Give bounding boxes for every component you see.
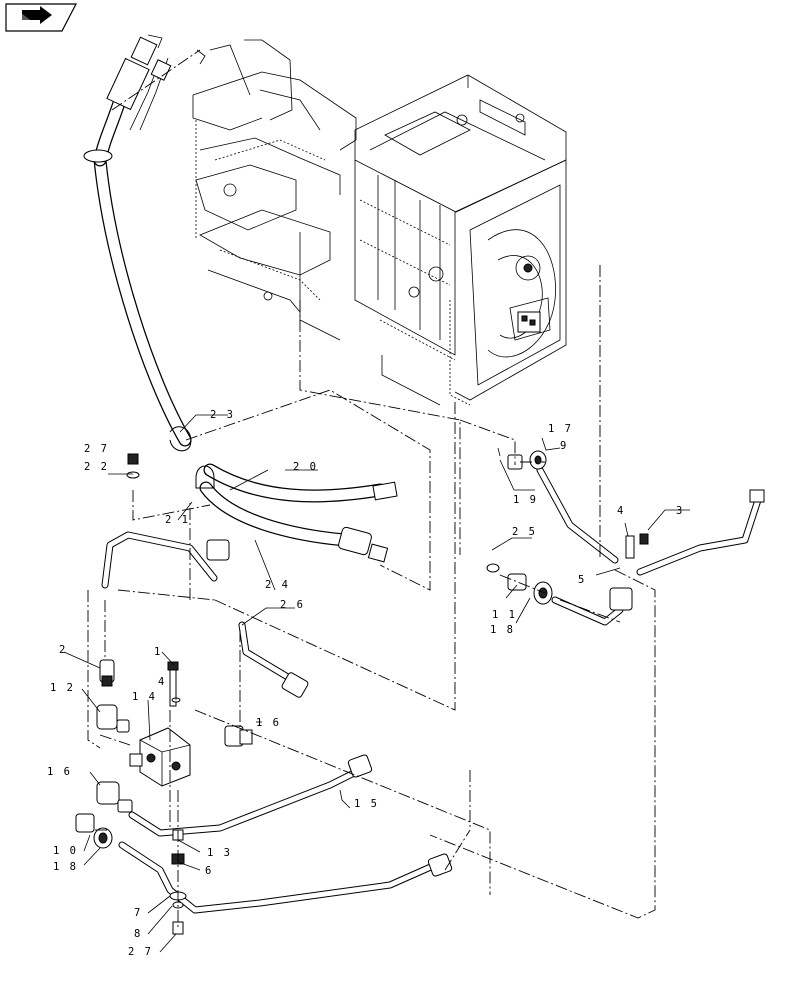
bolt-1: [167, 661, 181, 707]
tube-5-right: [636, 489, 765, 576]
elbow-16-lower: [96, 781, 133, 813]
callout-3: 3: [676, 505, 684, 517]
fitting-11: [507, 573, 527, 591]
hose-20: [203, 463, 398, 503]
callout-14: 1 4: [132, 691, 157, 703]
callout-20: 2 0: [293, 461, 318, 473]
callout-4-left: 4: [158, 676, 166, 688]
machine-frame: [192, 39, 567, 406]
callout-8: 8: [134, 928, 142, 940]
callout-18-left: 1 8: [53, 861, 78, 873]
hose-24: [199, 481, 389, 563]
callout-25: 2 5: [512, 526, 537, 538]
nav-next-button[interactable]: [5, 3, 77, 32]
callout-7: 7: [134, 907, 142, 919]
callout-21: 2 1: [165, 514, 190, 526]
fitting-19: [497, 447, 523, 470]
callout-22: 2 2: [84, 461, 109, 473]
callout-10: 1 0: [53, 845, 78, 857]
tube-upper-left: [101, 531, 230, 589]
long-hose-assembly: [83, 34, 206, 447]
tube-18-right: [551, 587, 633, 626]
fitting-10: [75, 813, 95, 833]
callout-26: 2 6: [280, 599, 305, 611]
fitting-18-left: [93, 827, 113, 849]
callout-17: 1 7: [548, 423, 573, 435]
callout-19: 1 9: [513, 494, 538, 506]
callout-24: 2 4: [265, 579, 290, 591]
callout-9: 9: [560, 440, 568, 452]
callout-labels: 2 3 2 7 2 2 2 0 2 1 2 4 2 6 1 7 9 1 9 4 …: [47, 409, 684, 958]
callout-27-top: 2 7: [84, 443, 109, 455]
tube-26: [238, 621, 309, 698]
bolt-27-top: [126, 453, 140, 479]
callout-6: 6: [205, 865, 213, 877]
arrow-right-icon: [22, 6, 52, 24]
callout-18-right: 1 8: [490, 624, 515, 636]
callout-2: 2: [59, 644, 67, 656]
fitting-17: [529, 450, 547, 470]
tube-15: [128, 754, 373, 837]
leader-lines: [63, 414, 690, 953]
valve-14: [129, 727, 191, 787]
tube-lower: [118, 841, 453, 914]
callout-12: 1 2: [50, 682, 75, 694]
elbow-16-upper: [224, 725, 253, 747]
callout-23: 2 3: [210, 409, 235, 421]
fitting-2: [99, 659, 115, 687]
callout-11: 1 1: [492, 609, 517, 621]
elbow-12: [96, 704, 130, 733]
tube-9: [536, 466, 619, 564]
oring-25: [486, 563, 500, 573]
fitting-18-right: [533, 581, 553, 605]
callout-16-lower: 1 6: [47, 766, 72, 778]
assembly-lines: [87, 265, 656, 930]
callout-16-upper: 1 6: [256, 717, 281, 729]
clamp-21: [195, 465, 215, 489]
callout-4-right: 4: [617, 505, 625, 517]
callout-15: 1 5: [354, 798, 379, 810]
callout-5: 5: [578, 574, 586, 586]
callout-13: 1 3: [207, 847, 232, 859]
callout-1: 1: [154, 646, 162, 658]
callout-27-bottom: 2 7: [128, 946, 153, 958]
clamp-4-3: [625, 533, 649, 559]
clamp-23: [169, 426, 192, 452]
